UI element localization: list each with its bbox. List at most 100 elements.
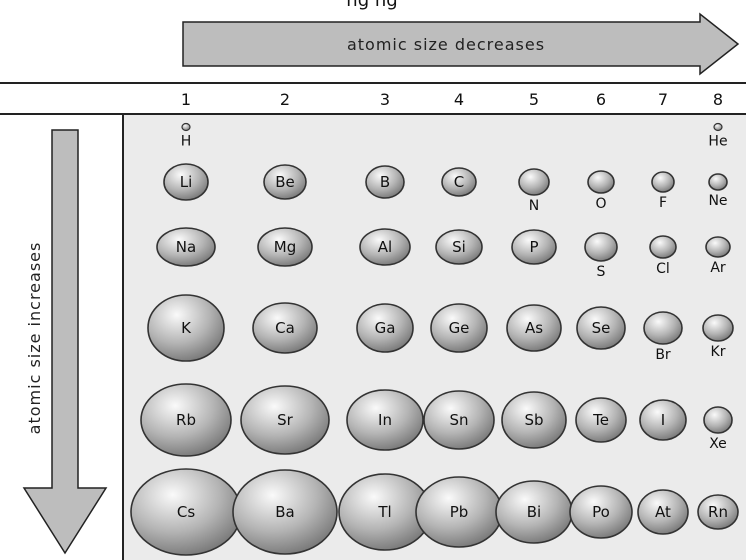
symbol-al: Al (378, 238, 392, 256)
symbol-rb: Rb (176, 411, 196, 429)
symbol-sn: Sn (449, 411, 468, 429)
sphere-si (435, 229, 483, 265)
element-p: P (511, 229, 557, 265)
sphere-se (576, 306, 626, 350)
element-si: Si (435, 229, 483, 265)
element-na: Na (156, 227, 216, 267)
element-cl: Cl (649, 235, 677, 277)
sphere-f (651, 171, 675, 193)
element-ge: Ge (430, 303, 488, 353)
symbol-at: At (655, 503, 671, 521)
sphere-te (575, 397, 627, 443)
group-number-7: 7 (658, 90, 668, 109)
element-li: Li (163, 163, 209, 201)
symbol-br: Br (655, 347, 671, 363)
symbol-ar: Ar (710, 260, 726, 276)
symbol-cl: Cl (656, 261, 670, 277)
element-b: B (365, 165, 405, 199)
symbol-c: C (454, 173, 464, 191)
symbol-kr: Kr (711, 344, 726, 360)
element-ne: Ne (708, 173, 728, 209)
symbol-tl: Tl (377, 503, 391, 521)
symbol-bi: Bi (527, 503, 541, 521)
sphere-b (365, 165, 405, 199)
sphere-li (163, 163, 209, 201)
element-as: As (506, 304, 562, 352)
element-n: N (518, 168, 550, 214)
element-pb: Pb (415, 476, 503, 548)
element-sn: Sn (423, 390, 495, 450)
element-c: C (441, 167, 477, 197)
sphere-rn (697, 494, 739, 530)
element-be: Be (263, 164, 307, 200)
element-in: In (346, 389, 424, 451)
element-sb: Sb (501, 391, 567, 449)
element-he: He (708, 122, 728, 150)
element-se: Se (576, 306, 626, 350)
sphere-sb (501, 391, 567, 449)
element-f: F (651, 171, 675, 211)
element-xe: Xe (703, 406, 733, 452)
group-number-4: 4 (454, 90, 464, 109)
symbol-pb: Pb (450, 503, 469, 521)
sphere-ga (356, 303, 414, 353)
element-k: K (147, 294, 225, 362)
group-number-6: 6 (596, 90, 606, 109)
symbol-h: H (181, 134, 192, 150)
sphere-p (511, 229, 557, 265)
sphere-na (156, 227, 216, 267)
symbol-k: K (181, 319, 192, 337)
element-ca: Ca (252, 302, 318, 354)
symbol-ge: Ge (449, 319, 470, 337)
sphere-rb (140, 383, 232, 457)
sphere-ar (705, 236, 731, 258)
element-kr: Kr (702, 314, 734, 360)
element-al: Al (359, 228, 411, 266)
sphere-ne (708, 173, 728, 191)
symbol-po: Po (592, 503, 610, 521)
symbol-li: Li (180, 173, 193, 191)
top-caption-fragment: ng ng (346, 0, 397, 11)
element-cs: Cs (130, 468, 242, 556)
sphere-be (263, 164, 307, 200)
group-number-5: 5 (529, 90, 539, 109)
sphere-k (147, 294, 225, 362)
sphere-kr (702, 314, 734, 342)
sphere-ca (252, 302, 318, 354)
symbol-he: He (708, 134, 727, 150)
sphere-mg (257, 227, 313, 267)
group-number-3: 3 (380, 90, 390, 109)
element-tl: Tl (338, 473, 432, 551)
sphere-ge (430, 303, 488, 353)
group-number-8: 8 (713, 90, 723, 109)
sphere-sr (240, 385, 330, 455)
element-i: I (639, 399, 687, 441)
vertical-arrow: atomic size increases (22, 129, 108, 555)
sphere-ba (232, 469, 338, 555)
sphere-o (587, 170, 615, 194)
symbol-si: Si (452, 238, 466, 256)
symbol-i: I (661, 411, 665, 429)
symbol-n: N (529, 198, 539, 214)
element-te: Te (575, 397, 627, 443)
symbol-te: Te (592, 411, 609, 429)
sphere-c (441, 167, 477, 197)
element-rb: Rb (140, 383, 232, 457)
element-ga: Ga (356, 303, 414, 353)
element-o: O (587, 170, 615, 212)
symbol-sb: Sb (524, 411, 543, 429)
symbol-mg: Mg (274, 238, 296, 256)
horizontal-arrow-label: atomic size decreases (347, 35, 545, 54)
symbol-s: S (597, 264, 606, 280)
sphere-as (506, 304, 562, 352)
sphere-n (518, 168, 550, 196)
symbol-as: As (525, 319, 543, 337)
symbol-xe: Xe (709, 436, 727, 452)
element-po: Po (569, 485, 633, 539)
vertical-arrow-label: atomic size increases (25, 242, 44, 435)
symbol-ba: Ba (275, 503, 294, 521)
symbol-in: In (378, 411, 392, 429)
element-bi: Bi (495, 480, 573, 544)
sphere-sn (423, 390, 495, 450)
